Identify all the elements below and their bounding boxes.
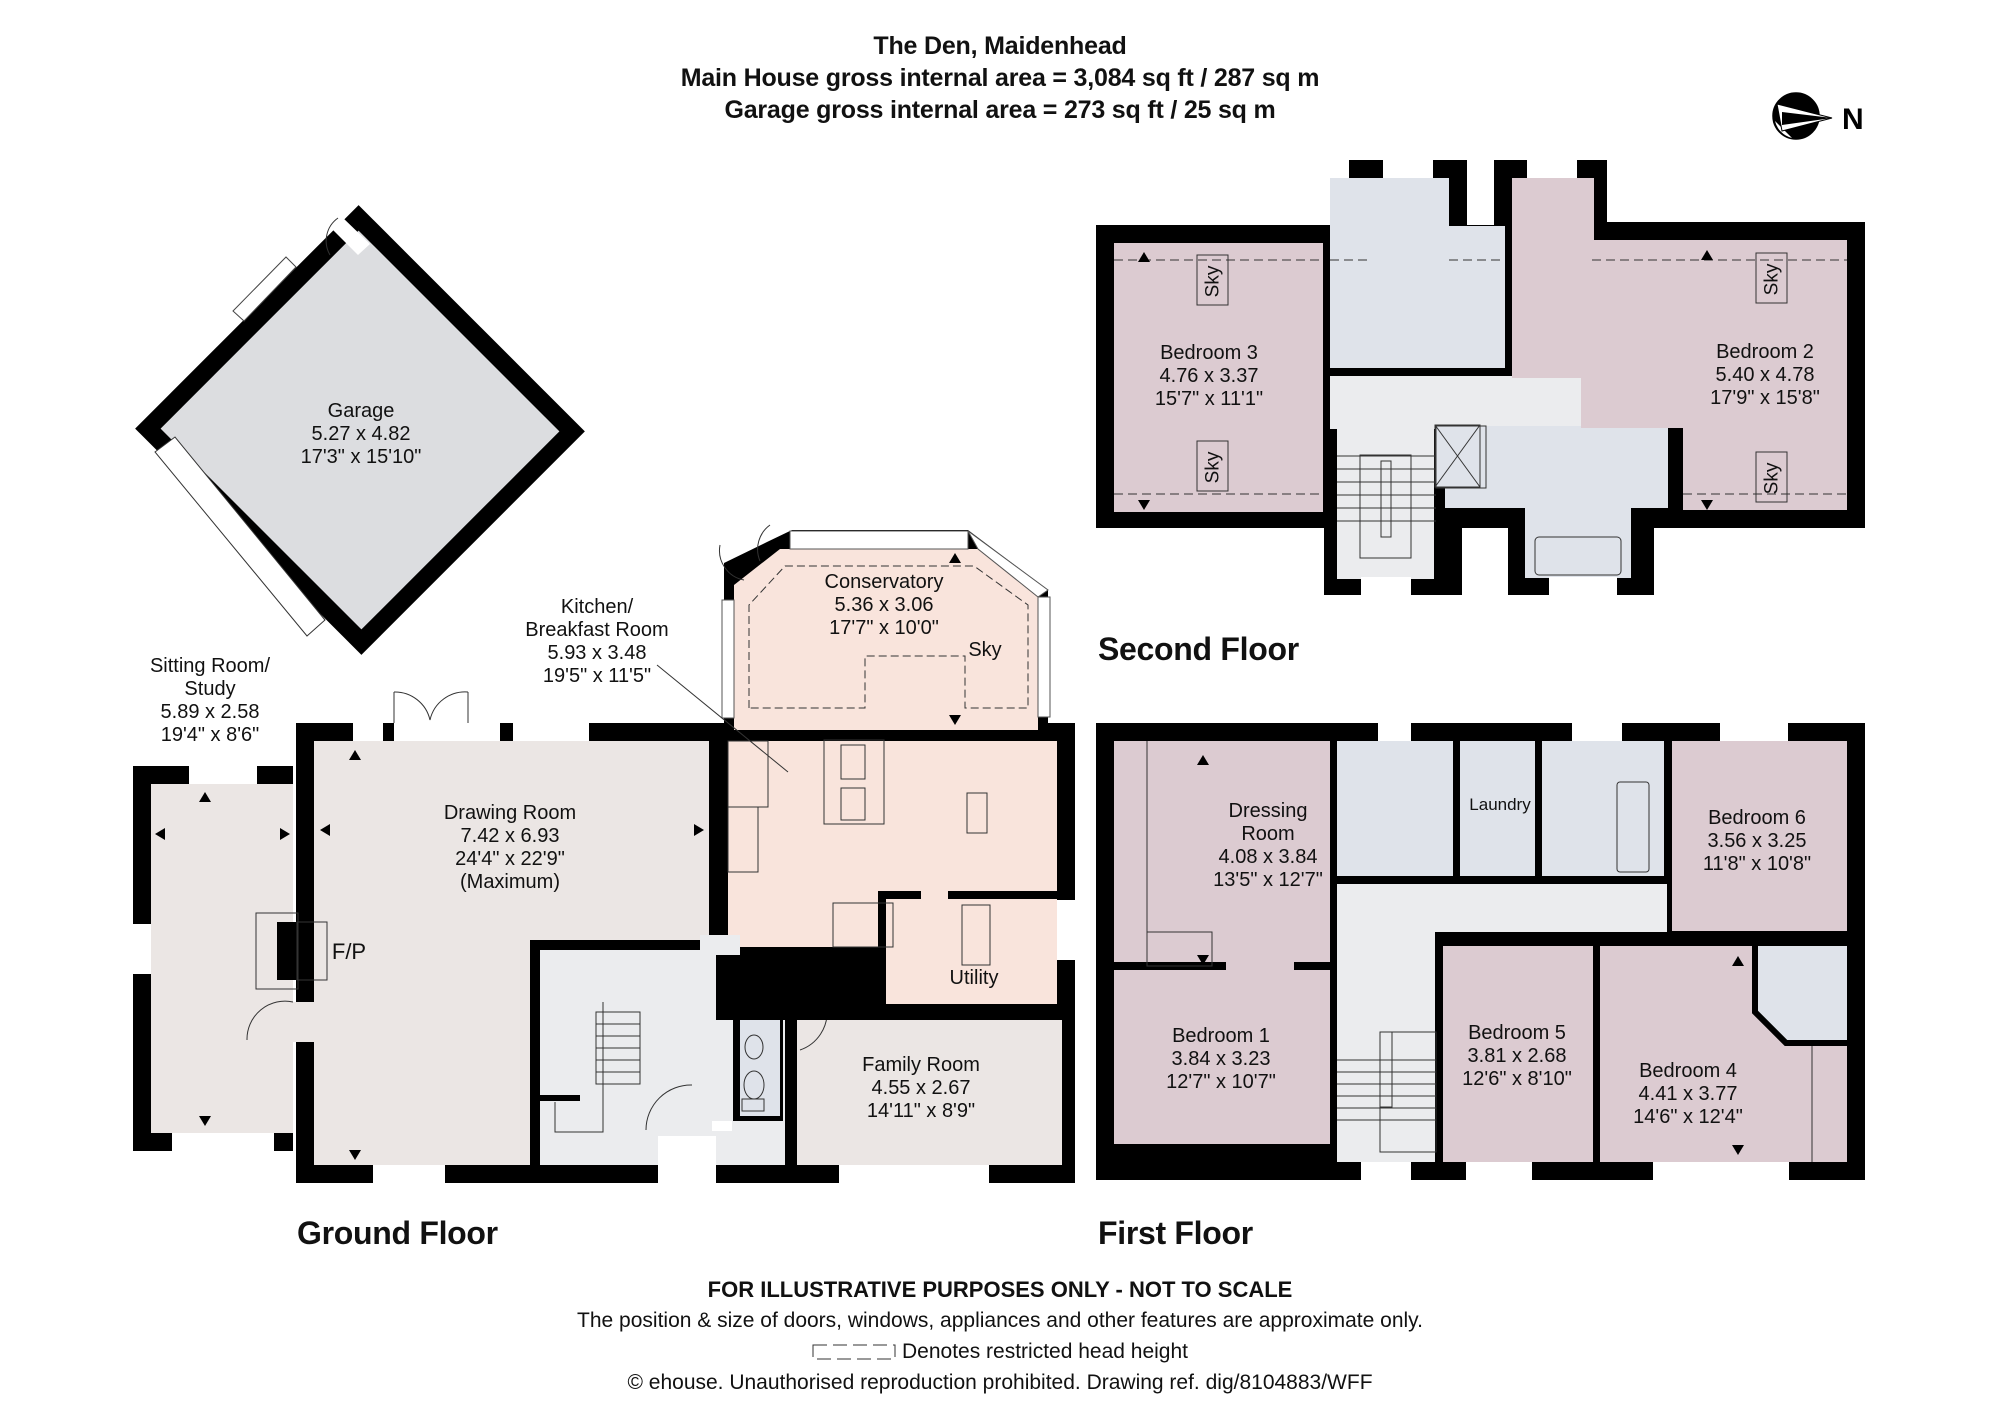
room-dimensions-metric: 5.89 x 2.58 — [160, 701, 260, 723]
skylight-label: Sky — [968, 639, 1002, 661]
room-name: Bedroom 2 — [1716, 341, 1814, 363]
room-name-line2: Breakfast Room — [525, 619, 669, 641]
room-note: (Maximum) — [459, 871, 560, 893]
room-dimensions-metric: 5.93 x 3.48 — [547, 642, 647, 664]
room-dimensions-metric: 3.56 x 3.25 — [1707, 830, 1807, 852]
room-name: Bedroom 6 — [1708, 807, 1806, 829]
restricted-head-height-icon — [812, 1344, 896, 1360]
room-name-line2: Study — [184, 678, 236, 700]
room-dimensions-metric: 4.55 x 2.67 — [871, 1077, 971, 1099]
plan-footer: FOR ILLUSTRATIVE PURPOSES ONLY - NOT TO … — [0, 1275, 2000, 1398]
room-dimensions-metric: 5.36 x 3.06 — [834, 594, 934, 616]
room-name: Conservatory — [824, 571, 944, 593]
room-bedroom-4: Bedroom 4 4.41 x 3.77 14'6" x 12'4" — [1633, 1060, 1743, 1129]
room-dimensions-imperial: 17'3" x 15'10" — [300, 446, 422, 468]
room-bedroom-3: Bedroom 3 4.76 x 3.37 15'7" x 11'1" — [1155, 342, 1263, 411]
fireplace-label: F/P — [331, 939, 367, 964]
floor-title-first: First Floor — [1098, 1215, 1253, 1251]
room-dimensions-imperial: 19'5" x 11'5" — [542, 665, 652, 687]
room-name: Drawing Room — [443, 802, 577, 824]
room-dimensions-imperial: 14'6" x 12'4" — [1633, 1106, 1743, 1128]
copyright: © ehouse. Unauthorised reproduction proh… — [627, 1371, 1373, 1394]
room-sitting-room: Sitting Room/ Study 5.89 x 2.58 19'4" x … — [150, 655, 270, 747]
plan-header: The Den, Maidenhead Main House gross int… — [0, 30, 2000, 126]
room-laundry: Laundry — [1469, 795, 1531, 814]
room-dimensions-imperial: 12'7" x 10'7" — [1166, 1071, 1276, 1093]
property-title: The Den, Maidenhead — [873, 32, 1127, 60]
main-house-area: Main House gross internal area = 3,084 s… — [680, 64, 1320, 92]
garage-area: Garage gross internal area = 273 sq ft /… — [724, 96, 1276, 124]
room-dimensions-imperial: 11'8" x 10'8" — [1702, 853, 1812, 875]
room-kitchen: Kitchen/ Breakfast Room 5.93 x 3.48 19'5… — [525, 596, 668, 688]
room-name: Garage — [327, 400, 395, 422]
room-dimensions-imperial: 13'5" x 12'7" — [1213, 869, 1323, 891]
room-conservatory: Conservatory 5.36 x 3.06 17'7" x 10'0" — [825, 571, 944, 640]
room-name: Bedroom 3 — [1160, 342, 1258, 364]
room-dimensions-metric: 5.40 x 4.78 — [1715, 364, 1815, 386]
room-dimensions-imperial: 24'4" x 22'9" — [455, 848, 565, 870]
room-family-room: Family Room 4.55 x 2.67 14'11" x 8'9" — [862, 1054, 980, 1123]
room-dimensions-imperial: 17'9" x 15'8" — [1710, 387, 1820, 409]
room-name: Sitting Room/ — [149, 655, 271, 677]
room-name: Bedroom 1 — [1172, 1025, 1270, 1047]
room-dimensions-metric: 5.27 x 4.82 — [311, 423, 411, 445]
room-utility: Utility — [949, 967, 999, 989]
room-dressing-room: Dressing Room 4.08 x 3.84 13'5" x 12'7" — [1213, 800, 1323, 892]
room-drawing-room: Drawing Room 7.42 x 6.93 24'4" x 22'9" (… — [444, 802, 576, 894]
approximation-note: The position & size of doors, windows, a… — [577, 1309, 1423, 1332]
legend: Denotes restricted head height — [0, 1336, 2000, 1367]
room-dimensions-imperial: 15'7" x 11'1" — [1154, 388, 1264, 410]
legend-text: Denotes restricted head height — [901, 1340, 1188, 1363]
room-name: Dressing — [1228, 800, 1308, 822]
room-dimensions-imperial: 17'7" x 10'0" — [829, 617, 939, 639]
room-name: Kitchen/ — [560, 596, 634, 618]
room-dimensions-metric: 4.41 x 3.77 — [1638, 1083, 1738, 1105]
skylight-label: Sky — [1761, 462, 1783, 495]
room-dimensions-metric: 3.84 x 3.23 — [1171, 1048, 1271, 1070]
north-arrow-icon: N — [1770, 88, 1880, 144]
room-name: Bedroom 4 — [1639, 1060, 1737, 1082]
room-bedroom-2: Bedroom 2 5.40 x 4.78 17'9" x 15'8" — [1710, 341, 1820, 410]
skylight-label: Sky — [1202, 451, 1224, 484]
room-bedroom-6: Bedroom 6 3.56 x 3.25 11'8" x 10'8" — [1703, 807, 1811, 876]
floor-title-second: Second Floor — [1098, 631, 1299, 667]
room-bedroom-5: Bedroom 5 3.81 x 2.68 12'6" x 8'10" — [1462, 1022, 1572, 1091]
room-dimensions-metric: 3.81 x 2.68 — [1467, 1045, 1567, 1067]
room-dimensions-imperial: 19'4" x 8'6" — [160, 724, 260, 746]
room-name: Bedroom 5 — [1468, 1022, 1566, 1044]
room-name: Family Room — [862, 1054, 980, 1076]
disclaimer: FOR ILLUSTRATIVE PURPOSES ONLY - NOT TO … — [707, 1277, 1293, 1302]
skylight-label: Sky — [1761, 263, 1783, 296]
room-bedroom-1: Bedroom 1 3.84 x 3.23 12'7" x 10'7" — [1166, 1025, 1276, 1094]
skylight-label: Sky — [1202, 265, 1224, 298]
room-name-line2: Room — [1241, 823, 1295, 845]
svg-text:N: N — [1842, 103, 1864, 136]
floor-title-ground: Ground Floor — [297, 1215, 498, 1251]
room-dimensions-imperial: 12'6" x 8'10" — [1462, 1068, 1572, 1090]
room-dimensions-imperial: 14'11" x 8'9" — [866, 1100, 976, 1122]
room-dimensions-metric: 4.76 x 3.37 — [1159, 365, 1259, 387]
room-dimensions-metric: 7.42 x 6.93 — [460, 825, 560, 847]
room-garage: Garage 5.27 x 4.82 17'3" x 15'10" — [301, 400, 422, 469]
room-dimensions-metric: 4.08 x 3.84 — [1218, 846, 1318, 868]
